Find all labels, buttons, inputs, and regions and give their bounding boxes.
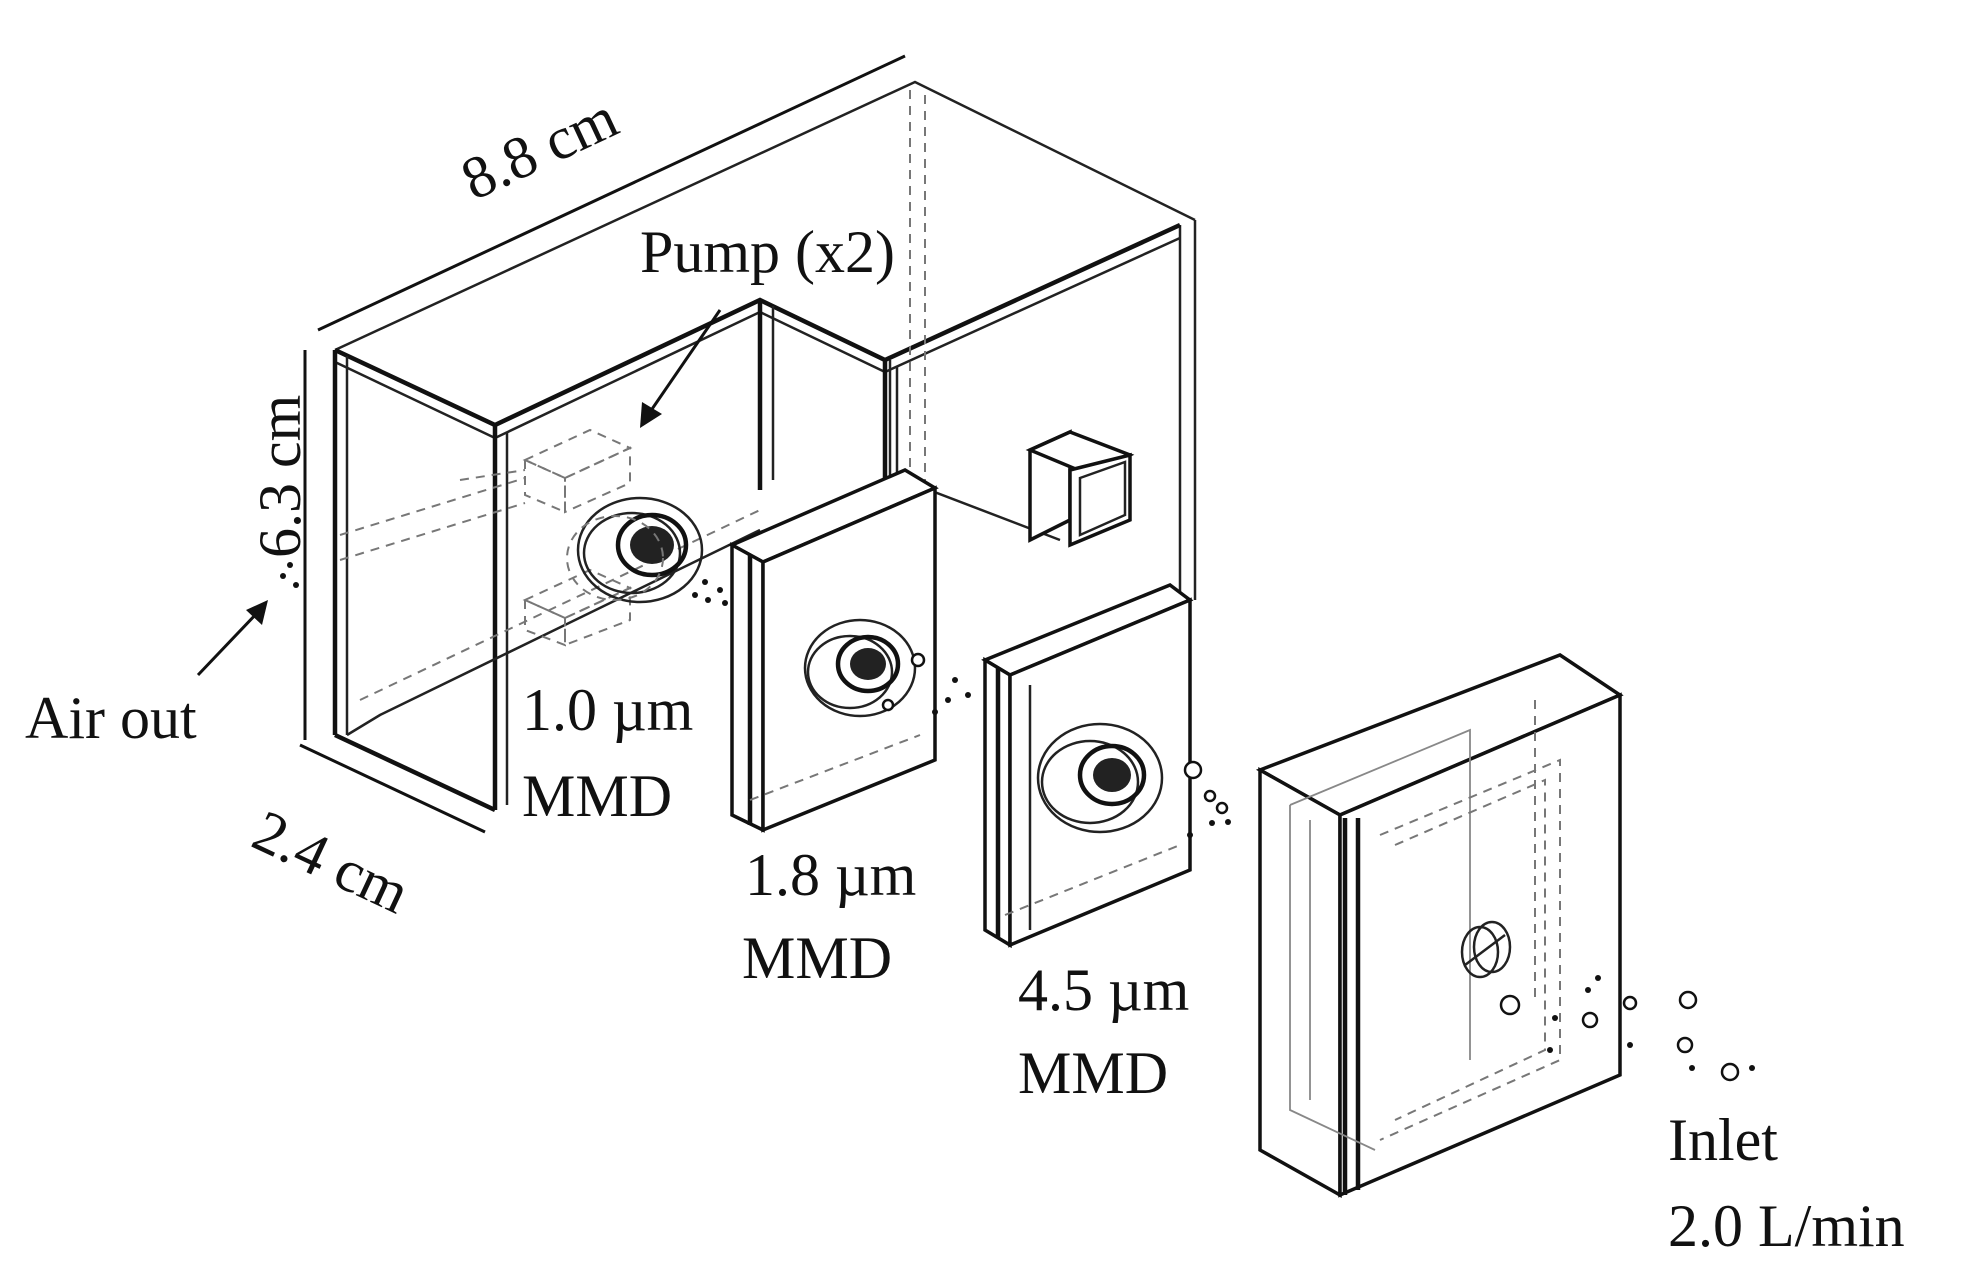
particles-2 (932, 677, 971, 715)
stage-3-unit-label: MMD (1018, 1040, 1169, 1106)
particles-1 (692, 579, 728, 606)
nozzle-ring-1 (566, 496, 704, 604)
inlet-label: Inlet (1668, 1107, 1778, 1173)
length-dimension-line (317, 54, 906, 332)
stage-2-size-label: 1.8 µm (745, 842, 917, 908)
inlet-particles (1581, 975, 1755, 1082)
inlet-box (1255, 653, 1624, 1198)
stage-2-unit-label: MMD (742, 925, 893, 991)
pump-label: Pump (x2) (640, 219, 895, 285)
depth-dimension-line (299, 743, 486, 834)
air-out-arrow (196, 562, 299, 677)
stage-1-unit-label: MMD (522, 763, 673, 829)
stage-2-plate (981, 583, 1203, 949)
pump-boxes (339, 428, 633, 647)
stage-3-size-label: 4.5 µm (1018, 957, 1190, 1023)
sensor-block (1025, 429, 1135, 548)
air-out-label: Air out (25, 685, 197, 751)
particles-3 (1187, 789, 1231, 838)
height-label: 6.3 cm (247, 394, 313, 558)
stage-1-plate (728, 468, 939, 833)
flow-rate-label: 2.0 L/min (1668, 1193, 1905, 1259)
stage-1-size-label: 1.0 µm (522, 677, 694, 743)
dimension-lines (299, 54, 906, 834)
pump-arrow (640, 309, 722, 428)
